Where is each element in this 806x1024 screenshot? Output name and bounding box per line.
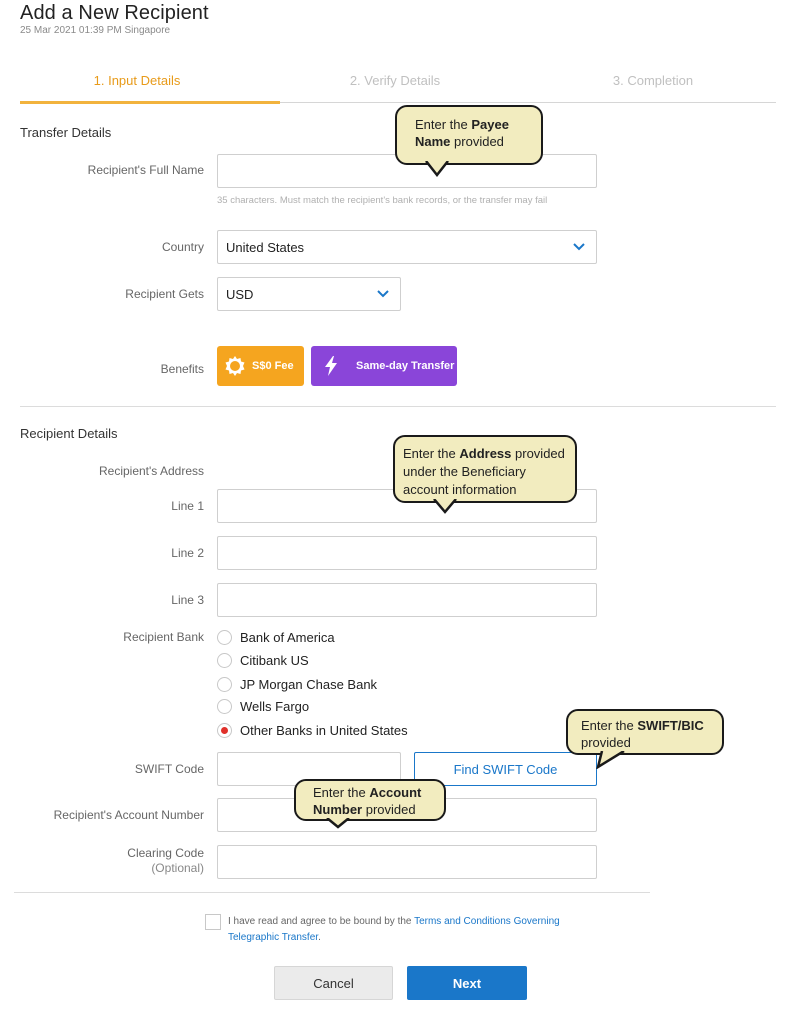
callout-tail	[425, 161, 449, 177]
find-swift-code-button[interactable]: Find SWIFT Code	[414, 752, 597, 786]
bank-option-label: JP Morgan Chase Bank	[240, 676, 378, 692]
steps-progress	[20, 101, 280, 104]
callout-text: Enter the	[581, 718, 638, 733]
clearing-code-label-text: Clearing Code	[127, 846, 204, 860]
callout-bold-text: Payee Name	[415, 117, 509, 149]
country-value: United States	[226, 240, 305, 255]
callout-tail	[433, 499, 457, 514]
callout-box: Enter the Payee Name provided	[395, 105, 543, 165]
same-day-benefit-badge: Same-day Transfer	[311, 346, 457, 386]
terms-checkbox[interactable]	[205, 914, 221, 930]
badge-icon	[225, 356, 245, 376]
transfer-details-title: Transfer Details	[20, 125, 112, 140]
recipient-gets-label: Recipient Gets	[125, 287, 204, 301]
same-day-benefit-label: Same-day Transfer	[356, 360, 455, 372]
bank-option-other[interactable]: Other Banks in United States	[217, 720, 408, 740]
callout-box: Enter the Account Number provided	[294, 779, 446, 821]
callout-bold-text: Account Number	[313, 785, 422, 817]
address-line2-input[interactable]	[217, 536, 597, 570]
address-callout: Enter the Address provided under the Ben…	[393, 435, 577, 515]
fee-benefit-label: S$0 Fee	[252, 360, 294, 372]
callout-text: provided	[362, 802, 416, 817]
terms-text: I have read and agree to be bound by the…	[228, 914, 598, 946]
radio-button[interactable]	[217, 652, 232, 668]
line3-label: Line 3	[171, 593, 204, 607]
next-button[interactable]: Next	[407, 966, 527, 1000]
timestamp: 25 Mar 2021 01:39 PM Singapore	[20, 25, 171, 36]
callout-text: Enter the	[415, 117, 472, 132]
callout-text: provided	[450, 134, 504, 149]
radio-button[interactable]	[217, 698, 232, 714]
form-divider	[14, 892, 650, 893]
bank-option-label: Bank of America	[240, 629, 335, 645]
radio-button[interactable]	[217, 629, 232, 645]
country-select[interactable]: United States	[217, 230, 597, 264]
address-line3-input[interactable]	[217, 583, 597, 617]
clearing-code-optional: (Optional)	[151, 861, 204, 875]
clearing-code-label: Clearing Code (Optional)	[127, 846, 204, 876]
bank-option-label: Citibank US	[240, 652, 309, 668]
bank-option-label: Wells Fargo	[240, 698, 310, 714]
fee-benefit-badge: S$0 Fee	[217, 346, 304, 386]
terms-suffix: .	[318, 932, 321, 943]
step-input-details: 1. Input Details	[93, 73, 181, 88]
callout-text: provided under the Beneficiary account i…	[403, 446, 565, 497]
clearing-code-input[interactable]	[217, 845, 597, 879]
recipient-details-title: Recipient Details	[20, 426, 118, 441]
callout-tail	[596, 751, 625, 769]
callout-box: Enter the SWIFT/BIC provided	[566, 709, 724, 755]
page-title: Add a New Recipient	[20, 2, 209, 24]
line1-label: Line 1	[171, 499, 204, 513]
swift-bic-callout: Enter the SWIFT/BIC provided	[566, 709, 724, 769]
recipient-bank-label: Recipient Bank	[123, 630, 204, 644]
callout-bold-text: SWIFT/BIC	[637, 718, 704, 733]
bank-option-citibank[interactable]: Citibank US	[217, 650, 309, 670]
chevron-down-icon	[573, 243, 585, 251]
callout-bold-text: Address	[459, 446, 512, 461]
full-name-label: Recipient's Full Name	[87, 163, 204, 177]
radio-button[interactable]	[217, 676, 232, 692]
lightning-icon	[325, 356, 337, 376]
account-number-callout: Enter the Account Number provided	[294, 779, 446, 829]
full-name-hint: 35 characters. Must match the recipient'…	[217, 195, 548, 206]
section-divider	[20, 406, 776, 407]
callout-text: provided	[581, 735, 631, 750]
callout-text: Enter the	[313, 785, 370, 800]
steps-track	[20, 102, 776, 103]
callout-box: Enter the Address provided under the Ben…	[393, 435, 577, 503]
bank-option-label: Other Banks in United States	[240, 722, 408, 738]
radio-button-selected[interactable]	[217, 722, 232, 738]
callout-tail	[326, 818, 350, 829]
terms-link[interactable]: Terms and Conditions Governing Telegraph…	[228, 916, 560, 943]
step-verify-details: 2. Verify Details	[349, 73, 441, 88]
country-label: Country	[161, 240, 204, 254]
payee-name-callout: Enter the Payee Name provided	[395, 105, 543, 177]
address-label: Recipient's Address	[98, 464, 204, 478]
step-completion: 3. Completion	[612, 73, 694, 88]
currency-value: USD	[226, 287, 254, 302]
currency-select[interactable]: USD	[217, 277, 401, 311]
cancel-button[interactable]: Cancel	[274, 966, 393, 1000]
account-number-label: Recipient's Account Number	[53, 808, 204, 822]
benefits-label: Benefits	[160, 362, 204, 376]
bank-option-bank-of-america[interactable]: Bank of America	[217, 627, 335, 647]
line2-label: Line 2	[171, 546, 204, 560]
chevron-down-icon	[377, 290, 389, 298]
bank-option-wells-fargo[interactable]: Wells Fargo	[217, 696, 309, 716]
bank-option-jp-morgan[interactable]: JP Morgan Chase Bank	[217, 674, 377, 694]
swift-code-label: SWIFT Code	[134, 762, 204, 776]
callout-text: Enter the	[403, 446, 460, 461]
terms-prefix: I have read and agree to be bound by the	[228, 916, 415, 927]
